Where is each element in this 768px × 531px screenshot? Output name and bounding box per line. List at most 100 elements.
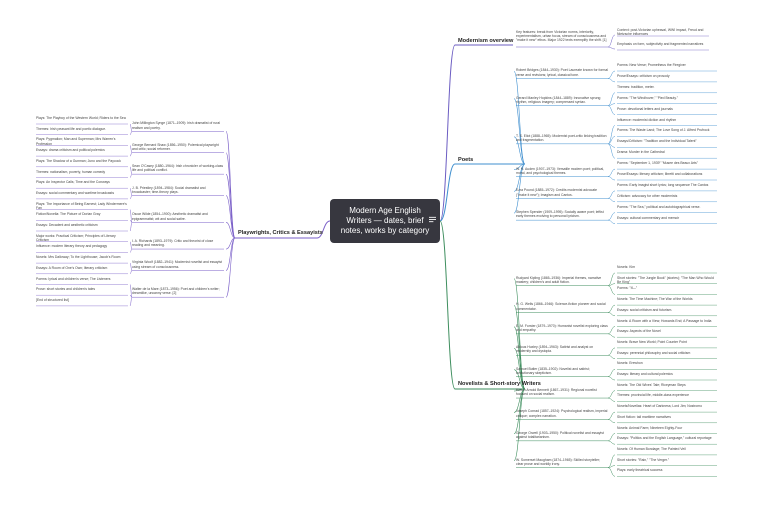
novelists-writer-node[interactable]: W. Somerset Maugham (1874–1965): Skilled… [516,457,601,466]
playwrights-writer-node[interactable]: John Millington Synge (1871–1909): Irish… [132,121,221,130]
connector-line [129,270,133,275]
playwrights-work-item[interactable]: Plays: Pygmalion; Man and Superman; Mrs … [36,137,116,146]
playwrights-work-item[interactable]: Essays: Decadent and aesthetic criticism [36,223,98,227]
poets-writer-node[interactable]: Ezra Pound (1885–1972): Credits modernis… [516,188,598,197]
novelists-writer-node[interactable]: E. M. Forster (1879–1970): Humanist nove… [516,323,608,333]
playwrights-work-item[interactable]: Essays: drama criticism and political po… [36,148,105,153]
novelists-writer-node[interactable]: Samuel Butler (1835–1902): Novelist and … [516,366,590,375]
novelists-work-item[interactable]: Themes: provincial life, middle-class ex… [617,393,689,398]
novelists-work-item[interactable]: Plays: early theatrical success [617,468,663,473]
novelists-writer-node[interactable]: Enoch Arnold Bennett (1867–1931): Region… [516,388,597,397]
connector-line [607,411,616,420]
poets-work-item[interactable]: Poems: The Waste Land; The Love Song of … [617,128,710,133]
poets-writer-node[interactable]: Robert Bridges (1844–1930): Poet Laureat… [516,68,608,77]
playwrights-work-item[interactable]: Major works: Practical Criticism; Princi… [36,233,116,242]
playwrights-writer-node[interactable]: Oscar Wilde (1854–1900): Aesthetic drama… [132,212,208,221]
poets-work-item[interactable]: Prose/Essays: criticism on prosody [617,73,670,78]
connector-line [513,326,526,390]
poets-work-item[interactable]: Poems: "September 1, 1939" "Musee des Be… [617,161,698,166]
novelists-work-item[interactable]: Essays: literary and cultural polemics [617,372,673,376]
playwrights-writer-node[interactable]: Sean O'Casey (1880–1964): Irish chronicl… [132,164,224,173]
novelists-work-item[interactable]: Novels: Erewhon [617,361,643,366]
poets-writer-node[interactable]: W. H. Auden (1907–1973): Versatile moder… [516,166,605,175]
poets-work-item[interactable]: Drama: Murder in the Cathedral [617,150,665,155]
connector-line [607,326,616,335]
connector-line [607,70,616,79]
playwrights-writer-node[interactable]: J. B. Priestley (1894–1984): Social dram… [132,185,206,194]
playwrights-work-item[interactable]: Fiction/Novella: The Picture of Dorian G… [36,212,101,217]
connector-line [607,168,616,177]
branch-playwrights[interactable]: Playwrights, Critics & Essayists [238,230,323,236]
novelists-work-item[interactable]: Short stories: "Rain," "The Verger." [617,457,670,462]
connector-line [439,44,456,222]
novelists-work-item[interactable]: Essays: "Politics and the English Langua… [617,436,712,441]
novelists-work-item[interactable]: Essays: Aspects of the Novel [617,329,661,334]
novelists-work-item[interactable]: Short stories: "The Jungle Book" (storie… [617,275,714,284]
playwrights-writer-node[interactable]: George Bernard Shaw (1856–1950): Polemic… [132,142,219,151]
poets-writer-node[interactable]: Stephen Spender (1909–1995): Socially aw… [516,210,604,219]
novelists-work-item[interactable]: Poems: "If—" [617,286,638,291]
modernism-item[interactable]: Context: post-Victorian upheaval, WWI im… [617,28,704,37]
novelists-work-item[interactable]: Novels: Kim [617,265,636,269]
novelists-work-item[interactable]: Novels: Of Human Bondage; The Painted Ve… [617,446,686,451]
connector-line [225,237,236,250]
poets-work-item[interactable]: Essays: cultural commentary and memoir [617,215,680,220]
novelists-writer-node[interactable]: H. G. Wells (1866–1946): Science-fiction… [516,302,606,311]
connector-line [607,105,616,115]
novelists-work-item[interactable]: Novels/Novellas: Heart of Darkness; Lord… [617,404,702,409]
playwrights-work-item[interactable]: Plays: The Shadow of a Gunman; Juno and … [36,158,121,163]
poets-work-item[interactable]: Prose: devotional letters and journals [617,106,673,111]
novelists-work-item[interactable]: Novels: Brave New World; Point Counter P… [617,339,687,344]
playwrights-writer-node[interactable]: Virginia Woolf (1882–1941): Modernist no… [132,260,222,269]
branch-poets[interactable]: Poets [458,157,474,163]
poets-work-item[interactable]: Influence: modernist diction and rhythm [617,117,677,122]
playwrights-work-item[interactable]: [End of structured list] [36,297,69,302]
poets-work-item[interactable]: Essays/Criticism: "Tradition and the Ind… [617,139,697,144]
novelists-writer-node[interactable]: Joseph Conrad (1857–1924): Psychological… [516,409,608,418]
novelists-writer-node[interactable]: Aldous Huxley (1894–1963): Satirist and … [516,345,594,354]
novelists-work-item[interactable]: Essays: social criticism and futurism. [617,307,673,312]
poets-work-item[interactable]: Poems: "The Sea," political and autobiog… [617,204,701,209]
central-title: Modern Age English Writers — dates, brie… [340,206,430,235]
playwrights-work-item[interactable]: Themes: Irish peasant life and poetic di… [36,126,107,131]
novelists-work-item[interactable]: Novels: A Room with a View; Howards End;… [617,318,712,323]
playwrights-writer-node[interactable]: Walter de la Mare (1873–1956): Poet and … [132,287,220,296]
playwrights-work-item[interactable]: Essays: social commentary and wartime br… [36,190,115,195]
central-topic[interactable]: Modern Age English Writers — dates, brie… [330,199,440,243]
connector-line [607,78,616,83]
poets-writer-node[interactable]: Gerard Manley Hopkins (1844–1889): Innov… [516,95,601,104]
poets-work-item[interactable]: Poems: "The Windhover," "Pied Beauty." [617,95,678,100]
poets-work-item[interactable]: Prose/Essays: literary criticism; libret… [617,172,703,176]
novelists-writer-node[interactable]: Rudyard Kipling (1865–1936): Imperial th… [516,275,602,284]
modernism-note[interactable]: Key features: break from Victorian norms… [516,30,607,43]
menu-lines-icon[interactable] [429,216,436,223]
connector-line [607,369,616,377]
playwrights-work-item[interactable]: Novels: Mrs Dalloway; To the Lighthouse;… [36,255,121,260]
modernism-item[interactable]: Emphasis on form, subjectivity and fragm… [617,42,704,46]
playwrights-work-item[interactable]: Poems: lyrical and children's verse; The… [36,276,111,281]
connector-line [129,195,133,200]
novelists-work-item[interactable]: Short fiction: tail maritime narratives [617,414,671,419]
playwrights-work-item[interactable]: Prose: short stories and children's tale… [36,287,96,292]
playwrights-work-item[interactable]: Plays: An Inspector Calls; Time and the … [36,180,110,185]
playwrights-writer-node[interactable]: I. A. Richards (1893–1979): Critic and t… [132,239,214,248]
playwrights-work-item[interactable]: Themes: nationalism, poverty, human come… [36,169,106,174]
connector-line [607,143,616,159]
branch-modernism-overview[interactable]: Modernism overview [458,38,514,44]
novelists-writer-node[interactable]: George Orwell (1903–1950): Political nov… [516,430,604,440]
playwrights-work-item[interactable]: Plays: The Playboy of the Western World;… [36,116,126,120]
novelists-work-item[interactable]: Novels: The Time Machine; The War of the… [617,297,693,302]
playwrights-work-item[interactable]: Essays: A Room of One's Own; literary cr… [36,265,108,270]
poets-work-item[interactable]: Themes: tradition, meter. [617,84,655,89]
branch-novelists[interactable]: Novelists & Short-story Writers [458,381,541,387]
novelists-work-item[interactable]: Novels: Animal Farm; Nineteen Eighty-Fou… [617,425,683,430]
poets-work-item[interactable]: Poems: New Verse; Prometheus the Firegiv… [617,63,686,67]
poets-work-item[interactable]: Criticism: advocacy for other modernists [617,193,678,198]
connector-line [607,143,616,148]
poets-writer-node[interactable]: T. S. Eliot (1888–1965): Modernist poet-… [516,133,607,143]
poets-work-item[interactable]: Poems: Early imagist short lyrics; long … [617,182,709,187]
playwrights-work-item[interactable]: Influence: modern literary theory and pe… [36,244,108,249]
playwrights-work-item[interactable]: Plays: The Importance of Being Earnest; … [36,201,127,210]
novelists-work-item[interactable]: Essays: perennial philosophy and social … [617,350,691,355]
novelists-work-item[interactable]: Novels: The Old Wives' Tale; Riceyman St… [617,382,686,387]
